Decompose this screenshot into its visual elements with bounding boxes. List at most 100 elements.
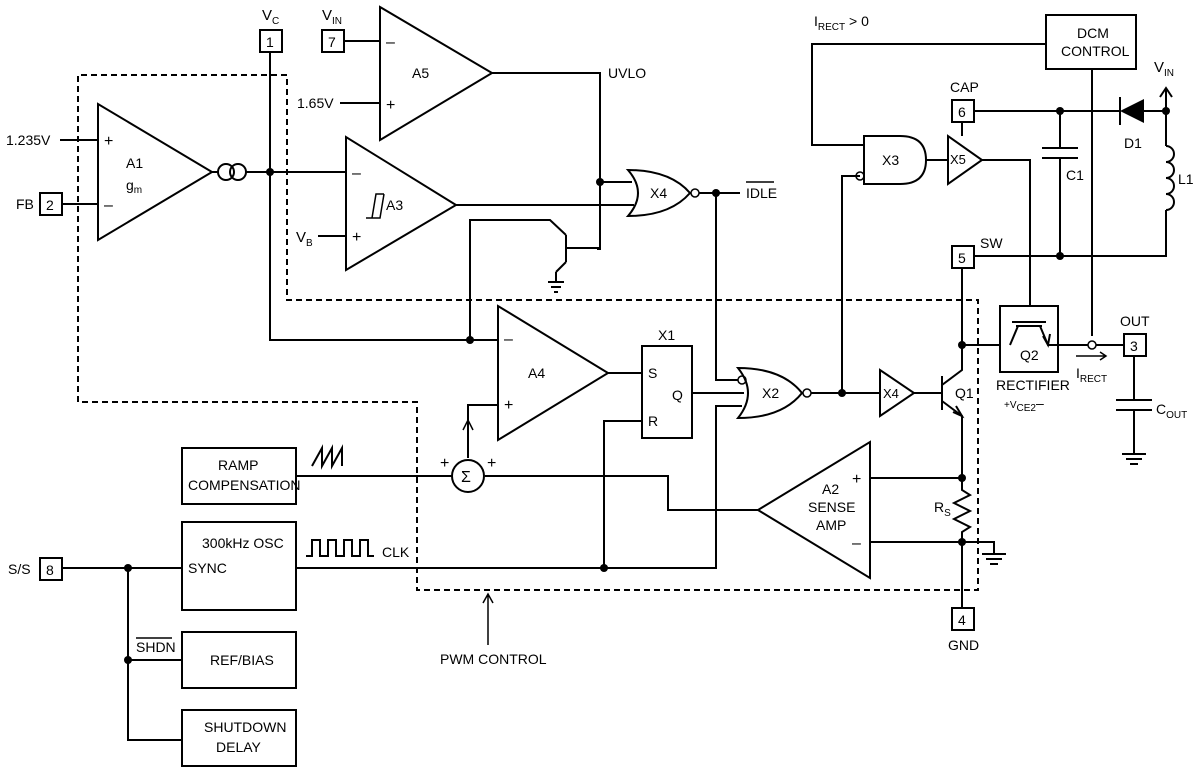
transistor-q1: Q1: [941, 345, 974, 478]
svg-text:7: 7: [328, 34, 336, 50]
svg-text:–: –: [104, 197, 113, 214]
svg-text:8: 8: [46, 562, 54, 578]
svg-text:VC: VC: [262, 7, 279, 27]
irect-arrow: [1076, 351, 1108, 361]
wire-vc: [269, 52, 498, 341]
gate-x4-buffer: X4: [879, 368, 916, 418]
irect-label: IRECT: [1076, 365, 1107, 385]
dcm-control-block: DCM CONTROL: [1045, 14, 1137, 70]
svg-text:FB: FB: [16, 196, 34, 212]
resistor-rs: RS: [934, 478, 973, 542]
svg-text:D1: D1: [1124, 135, 1142, 151]
rectifier-vce2-label: +VCE2–: [1004, 395, 1044, 414]
svg-text:–: –: [504, 331, 513, 348]
wire-idle-x2: [715, 193, 738, 381]
svg-text:+: +: [504, 397, 513, 414]
svg-text:+: +: [352, 229, 361, 246]
wire-uvlo: [492, 72, 601, 250]
rectifier-q2: Q2: [999, 305, 1059, 373]
svg-text:X4: X4: [650, 185, 667, 201]
ref-bias-block: REF/BIAS: [181, 631, 297, 689]
wire-clk-r: [603, 420, 642, 568]
summing-node: Σ + +: [440, 455, 496, 493]
svg-text:SW: SW: [980, 235, 1003, 251]
clamp-transistor: [469, 219, 599, 340]
svg-text:A2: A2: [822, 481, 839, 497]
svg-text:COMPENSATION: COMPENSATION: [188, 477, 301, 493]
wire-x2-x3: [841, 175, 860, 393]
wire-a2-sum: [485, 475, 758, 511]
svg-text:CONTROL: CONTROL: [1061, 43, 1130, 59]
ramp-waveform-icon: [311, 444, 343, 470]
svg-text:–: –: [852, 535, 861, 552]
svg-text:Q1: Q1: [955, 385, 974, 401]
clk-label: CLK: [382, 544, 410, 560]
gate-x5: X5: [947, 134, 984, 186]
svg-text:gm: gm: [126, 177, 142, 196]
current-source-icon: [212, 163, 247, 181]
svg-text:300kHz OSC: 300kHz OSC: [202, 535, 284, 551]
clock-waveform-icon: [306, 539, 374, 557]
pin-out: 3 OUT: [1120, 313, 1150, 357]
pin-vc: 1 VC: [259, 7, 283, 53]
svg-text:C1: C1: [1066, 167, 1084, 183]
shutdown-delay-block: SHUTDOWN DELAY: [181, 709, 297, 767]
svg-text:RAMP: RAMP: [218, 457, 258, 473]
irect-gt-label: IRECT > 0: [814, 13, 869, 33]
svg-text:X3: X3: [882, 152, 899, 168]
svg-text:A5: A5: [412, 65, 429, 81]
wire-sum-a4: [467, 404, 498, 458]
diode-d1: D1: [1119, 97, 1166, 151]
svg-text:+: +: [852, 471, 861, 488]
v1235-label: 1.235V: [6, 132, 51, 148]
vb-label: VB: [296, 229, 313, 249]
svg-text:COUT: COUT: [1156, 401, 1187, 421]
svg-text:–: –: [386, 34, 395, 51]
capacitor-c1: C1: [1042, 111, 1084, 256]
ramp-compensation-block: RAMP COMPENSATION: [181, 447, 301, 505]
svg-text:X2: X2: [762, 385, 779, 401]
svg-text:DCM: DCM: [1077, 25, 1109, 41]
svg-text:4: 4: [958, 612, 966, 628]
svg-text:OUT: OUT: [1120, 313, 1150, 329]
hysteresis-icon: [366, 193, 385, 219]
inductor-l1: L1: [974, 111, 1194, 257]
svg-text:Q: Q: [672, 387, 683, 403]
svg-text:A1: A1: [126, 155, 143, 171]
svg-text:REF/BIAS: REF/BIAS: [210, 652, 274, 668]
svg-text:AMP: AMP: [816, 517, 846, 533]
svg-text:2: 2: [46, 197, 54, 213]
pin-vin: 7 VIN: [321, 7, 345, 53]
pin-cap: 6 CAP: [950, 79, 979, 123]
svg-text:–: –: [352, 165, 361, 182]
svg-text:CAP: CAP: [950, 79, 979, 95]
svg-text:SHUTDOWN: SHUTDOWN: [204, 719, 286, 735]
gate-x2: X2: [735, 366, 812, 420]
svg-text:L1: L1: [1178, 171, 1194, 187]
amp-a2-sense: + – A2 SENSE AMP: [756, 440, 871, 580]
amp-a1: + – A1 gm: [97, 102, 214, 242]
svg-text:S: S: [648, 365, 657, 381]
wire-x5-q2: [982, 159, 1031, 310]
svg-text:6: 6: [958, 104, 966, 120]
pwm-control-pointer: [482, 592, 494, 645]
arrow-sum: [462, 418, 474, 431]
svg-text:R: R: [648, 413, 658, 429]
svg-text:+: +: [487, 455, 496, 472]
pin-fb: 2 FB: [16, 192, 63, 216]
svg-text:Σ: Σ: [461, 469, 471, 486]
wire-gnd-ground: [962, 541, 995, 554]
svg-text:GND: GND: [948, 637, 979, 653]
pin-ss: 8 S/S: [8, 557, 63, 581]
pin-sw: 5 SW: [951, 235, 1003, 269]
oscillator-block: 300kHz OSC SYNC: [181, 521, 297, 611]
shdn-label: SHDN: [136, 639, 176, 655]
amp-a4: – + A4: [497, 304, 610, 442]
amp-a5: A5 – +: [379, 5, 494, 142]
svg-text:X1: X1: [658, 327, 675, 343]
rectifier-label: RECTIFIER: [996, 377, 1070, 393]
uvlo-label: UVLO: [608, 65, 646, 81]
svg-text:3: 3: [1130, 338, 1138, 354]
svg-text:SENSE: SENSE: [808, 499, 855, 515]
